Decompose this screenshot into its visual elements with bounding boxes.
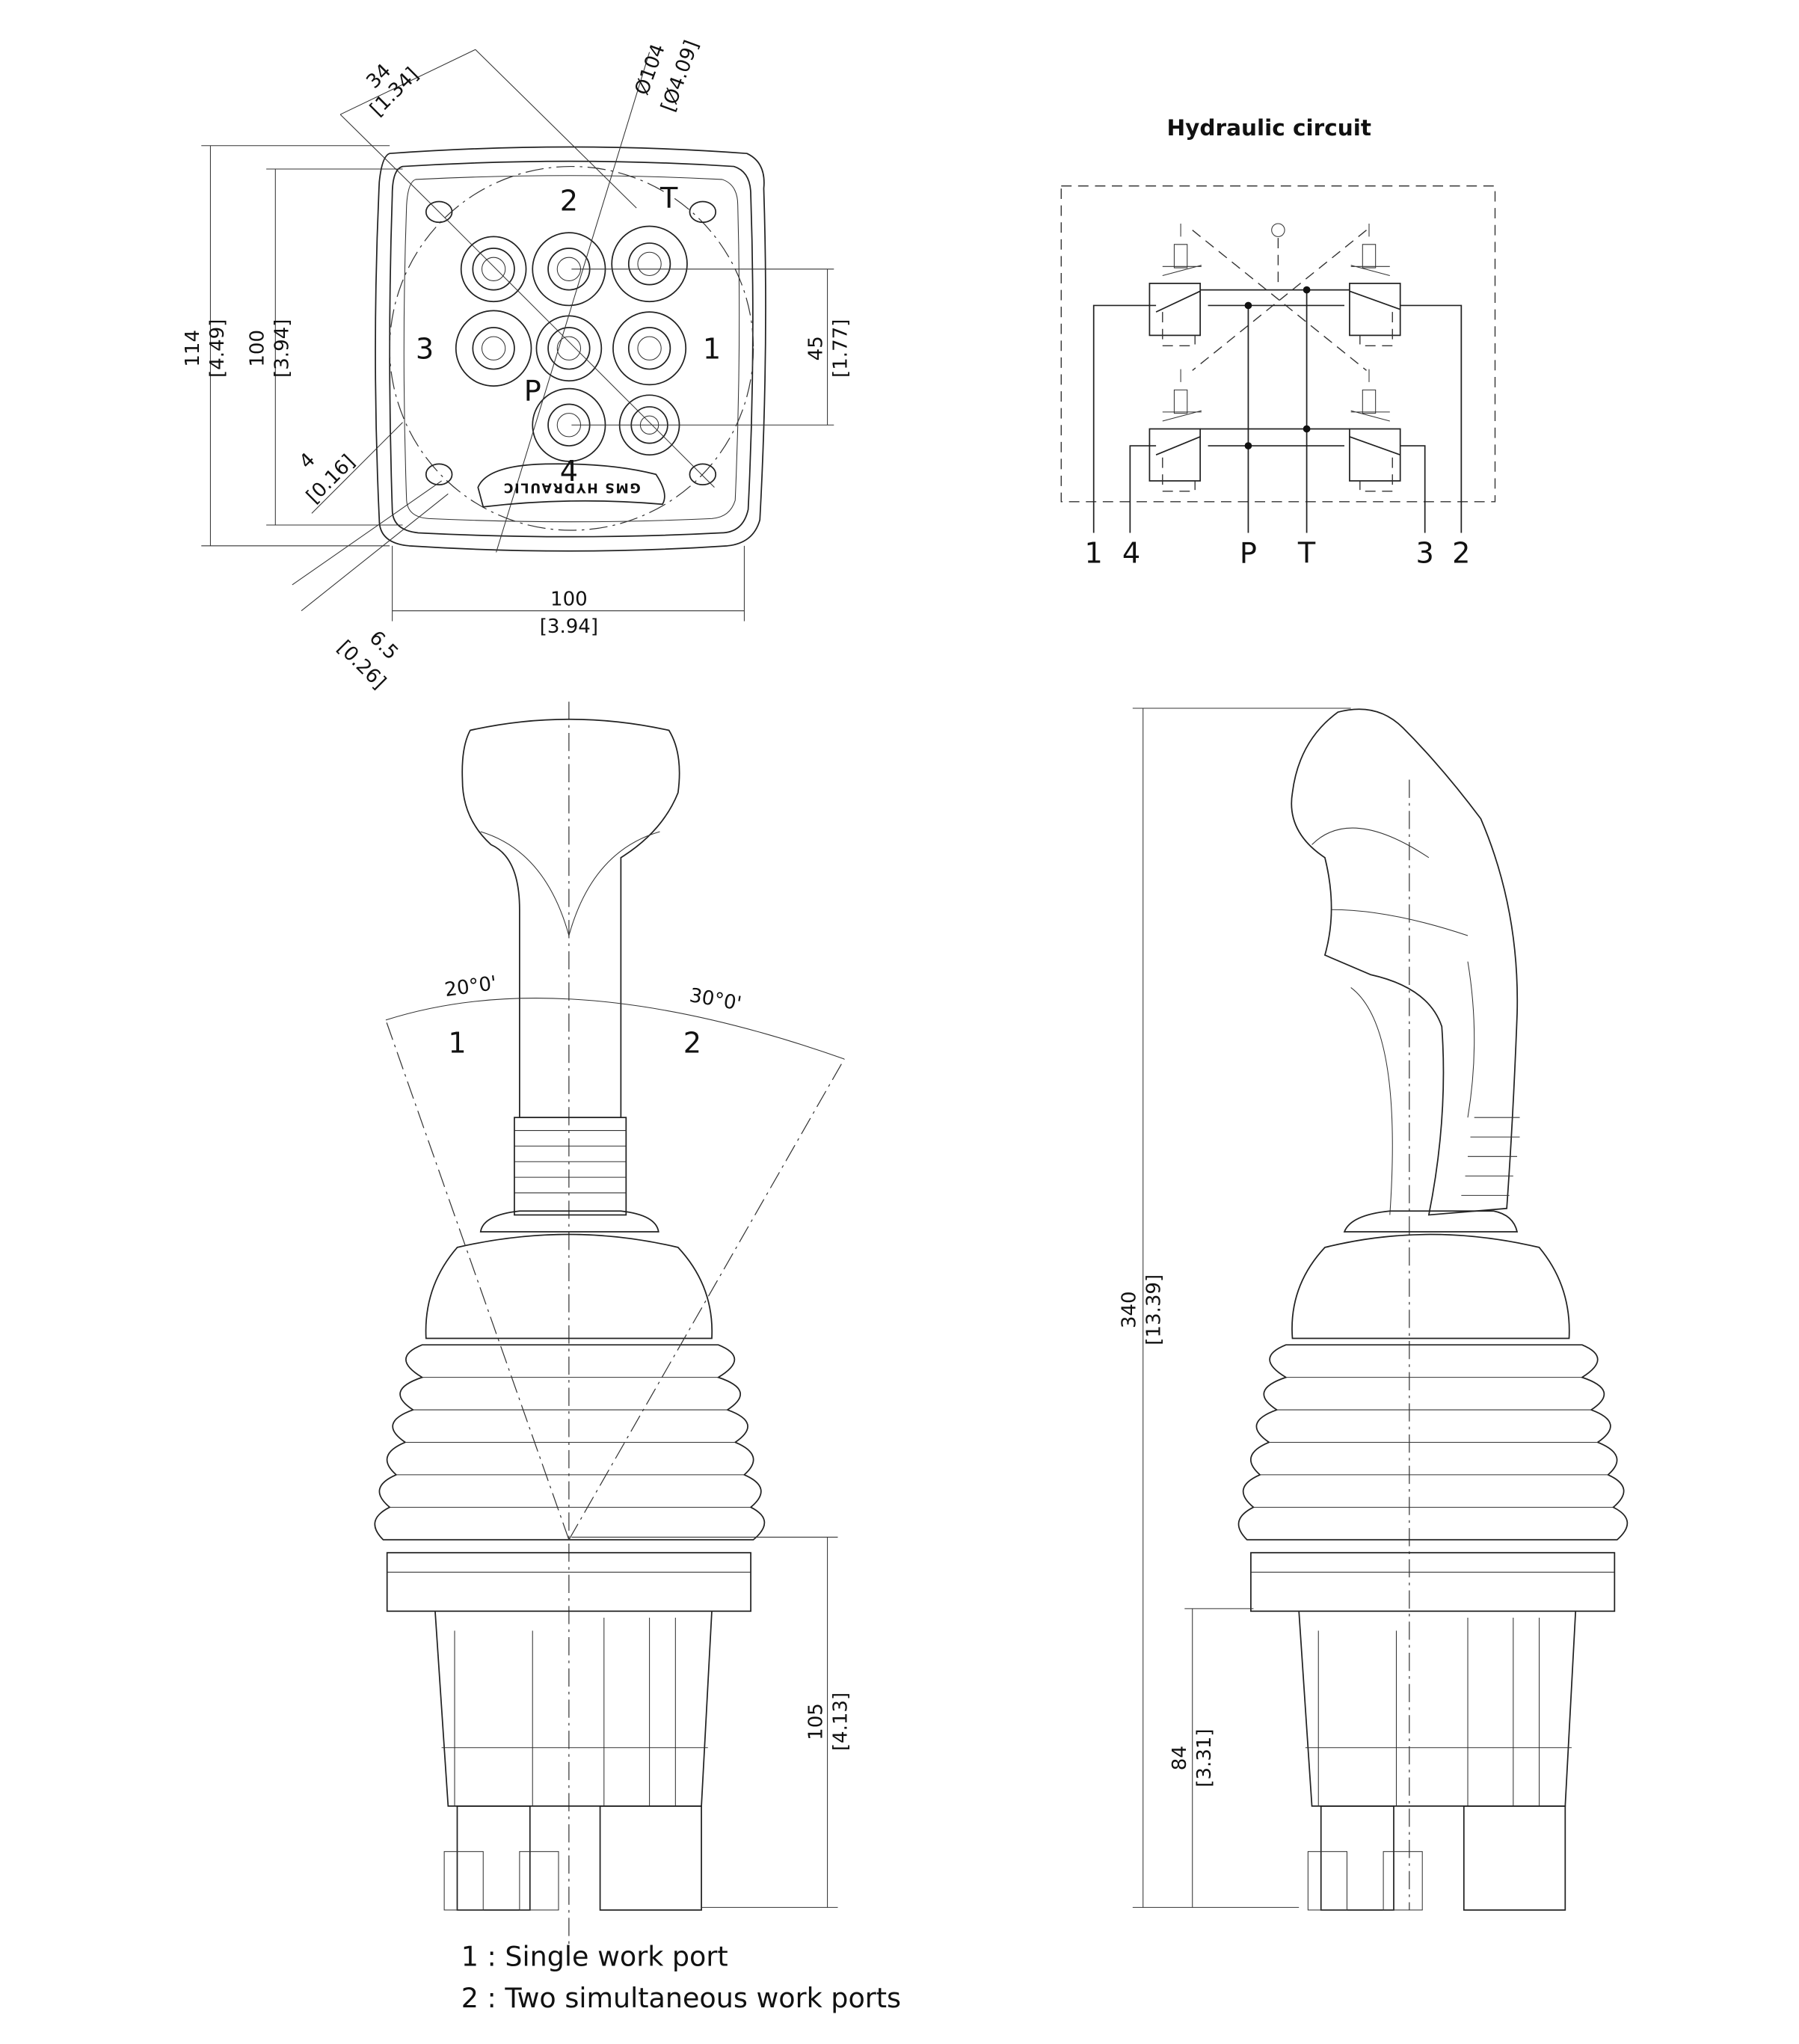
valve-upper-left bbox=[1148, 224, 1202, 346]
notes: 1 : Single work port 2 : Two simultaneou… bbox=[461, 1941, 901, 2015]
front-view: 20°0' 30°0' 1 2 105 [4.13] bbox=[374, 702, 852, 1956]
note-1: 1 : Single work port bbox=[461, 1941, 728, 1973]
side-bellows bbox=[1237, 1344, 1629, 1541]
port-label-2: 2 bbox=[560, 185, 578, 218]
circuit-title: Hydraulic circuit bbox=[1166, 115, 1371, 141]
dim-45-in: [1.77] bbox=[830, 319, 852, 378]
port-label-p: P bbox=[524, 375, 541, 408]
zone-label-2: 2 bbox=[683, 1027, 701, 1060]
port-label-4: 4 bbox=[560, 455, 578, 488]
dim-105-in: [4.13] bbox=[830, 1692, 852, 1751]
circuit-port-3: 3 bbox=[1416, 537, 1434, 570]
note-2: 2 : Two simultaneous work ports bbox=[461, 1982, 901, 2014]
dim-100-h-in: [3.94] bbox=[540, 616, 598, 638]
circuit-port-t: T bbox=[1297, 537, 1316, 570]
dim-4: 4 bbox=[295, 449, 320, 473]
dimension-lines bbox=[201, 49, 834, 622]
valve-lower-left bbox=[1148, 369, 1202, 492]
valve-upper-right bbox=[1349, 224, 1401, 346]
dim-340-in: [13.39] bbox=[1143, 1274, 1165, 1345]
port-label-t: T bbox=[659, 182, 678, 215]
brand-label: GMS HYDRAULIC bbox=[502, 479, 641, 494]
side-view: 340 [13.39] 84 [3.31] bbox=[1118, 708, 1629, 1911]
hydraulic-circuit: Hydraulic circuit 1 4 P T 3 2 bbox=[1060, 115, 1496, 570]
dim-100-h: 100 bbox=[550, 589, 588, 611]
dim-45: 45 bbox=[805, 336, 828, 360]
circuit-port-p: P bbox=[1240, 537, 1257, 570]
mounting-holes bbox=[425, 200, 717, 486]
dim-340: 340 bbox=[1118, 1291, 1140, 1328]
ports bbox=[455, 225, 688, 462]
port-label-3: 3 bbox=[416, 334, 434, 366]
dim-100-v-in: [3.94] bbox=[271, 319, 294, 378]
bellows bbox=[374, 1344, 766, 1541]
dim-105: 105 bbox=[805, 1703, 828, 1740]
dim-100-v: 100 bbox=[247, 330, 269, 367]
circuit-port-2: 2 bbox=[1452, 537, 1470, 570]
angle-right: 30°0' bbox=[688, 984, 743, 1016]
dim-114-in: [4.49] bbox=[206, 319, 229, 378]
grip-rings bbox=[514, 1117, 627, 1216]
side-grip-rings bbox=[1461, 1117, 1520, 1196]
dim-84-in: [3.31] bbox=[1193, 1728, 1216, 1787]
circuit-port-1: 1 bbox=[1085, 537, 1103, 570]
circuit-port-4: 4 bbox=[1122, 537, 1140, 570]
dim-114: 114 bbox=[182, 330, 204, 367]
top-view: GMS HYDRAULIC 2 T 3 1 P 4 34 [1.34] Ø104… bbox=[182, 37, 852, 693]
valve-lower-right bbox=[1349, 369, 1401, 492]
port-label-1: 1 bbox=[703, 334, 721, 366]
zone-label-1: 1 bbox=[448, 1027, 466, 1060]
dim-84: 84 bbox=[1169, 1746, 1191, 1770]
angle-left: 20°0' bbox=[443, 972, 498, 1001]
